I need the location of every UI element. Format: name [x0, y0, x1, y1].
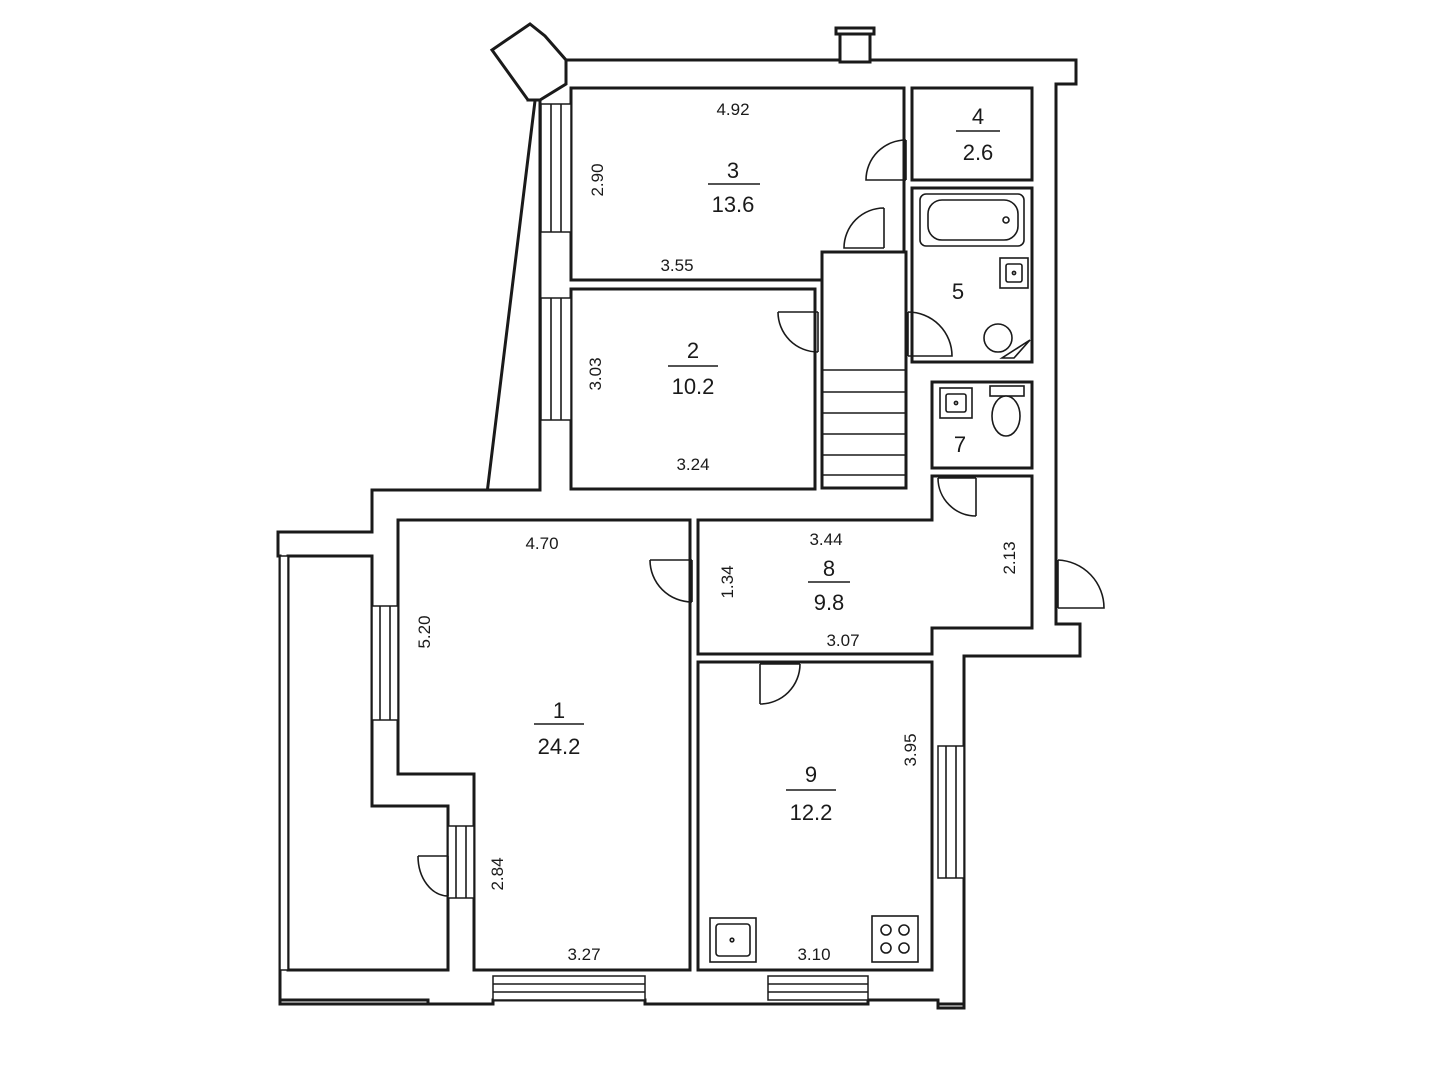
room-number: 4: [972, 104, 984, 129]
room-2: [569, 287, 817, 491]
dimension: 2.84: [488, 857, 507, 890]
vent-stack: [838, 30, 872, 64]
windows: [279, 103, 965, 1001]
room-number: 3: [727, 158, 739, 183]
room-area: 9.8: [814, 590, 845, 615]
dimension: 3.10: [797, 945, 830, 964]
stair-steps: [822, 369, 906, 476]
dimension: 3.44: [809, 530, 842, 549]
dimension: 4.92: [716, 100, 749, 119]
duct: [489, 22, 568, 102]
room-area: 12.2: [790, 800, 833, 825]
kitchen-sink-icon: [709, 917, 757, 963]
toilet-icon: [989, 385, 1025, 437]
dimension: 3.95: [901, 733, 920, 766]
room-area: 2.6: [963, 140, 994, 165]
room-number: 7: [954, 432, 966, 457]
sink-icon: [939, 387, 973, 419]
doors: [417, 139, 1105, 897]
toilet-icon: [983, 323, 1031, 359]
dimension: 3.07: [826, 631, 859, 650]
room-number: 5: [952, 279, 964, 304]
room-8: [696, 474, 1034, 656]
dimension: 2.90: [588, 163, 607, 196]
dimension: 3.24: [676, 455, 709, 474]
dimension: 3.03: [586, 357, 605, 390]
dimension: 3.27: [567, 945, 600, 964]
vent-cap: [834, 26, 876, 36]
room-number: 9: [805, 762, 817, 787]
dimension-labels: 4.92 2.90 3.55 3.03 3.24 4.70 5.20 2.84 …: [415, 100, 1019, 964]
dimension: 4.70: [525, 534, 558, 553]
dimension: 5.20: [415, 615, 434, 648]
dimension: 2.13: [1000, 541, 1019, 574]
dimension: 3.55: [660, 256, 693, 275]
room-1: [396, 518, 692, 972]
stove-icon: [871, 915, 919, 963]
dimension: 1.34: [718, 565, 737, 598]
room-area: 10.2: [672, 374, 715, 399]
room-area: 13.6: [712, 192, 755, 217]
room-area: 24.2: [538, 734, 581, 759]
room-4: [910, 86, 1034, 182]
room-number: 8: [823, 556, 835, 581]
sink-icon: [999, 257, 1029, 289]
room-labels: 3 13.6 4 2.6 5 2 10.2 7 8 9.8 1 24.2 9 1…: [534, 104, 1000, 825]
room-number: 2: [687, 338, 699, 363]
room-number: 1: [553, 698, 565, 723]
bathtub-icon: [919, 193, 1025, 247]
